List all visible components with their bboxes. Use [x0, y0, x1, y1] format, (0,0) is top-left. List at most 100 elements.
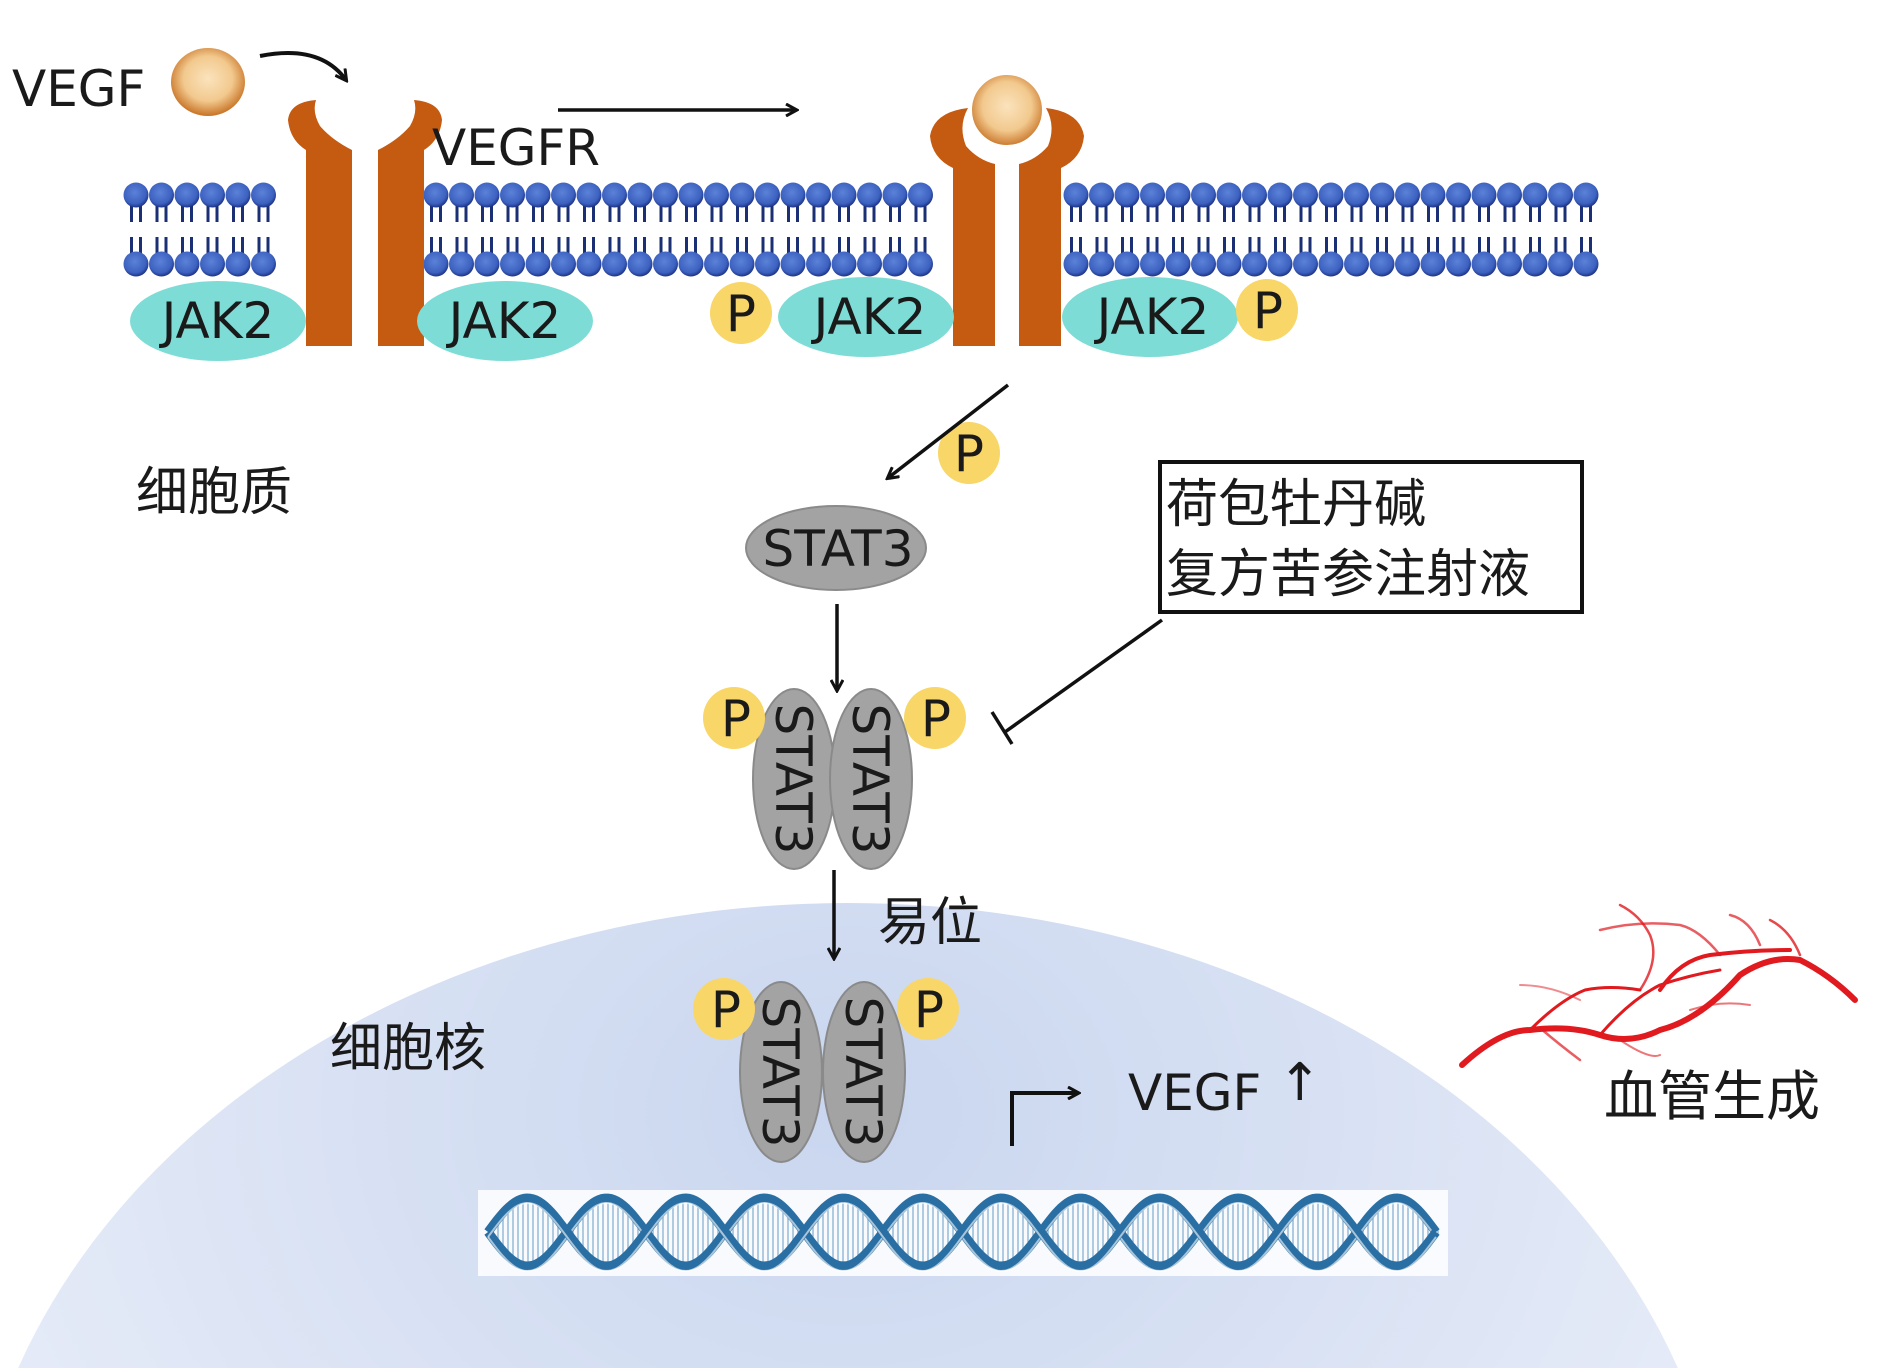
phospholipid-head [423, 251, 449, 277]
phospholipid-head [1318, 251, 1344, 277]
phospholipid-head [200, 251, 225, 277]
transcription-start-arrow [1010, 1093, 1078, 1146]
phospholipid-head [225, 251, 251, 277]
svg-text:P: P [726, 285, 756, 343]
phospholipid-head [1089, 251, 1114, 277]
phospholipid-head [704, 251, 729, 277]
phospholipid-head [123, 182, 149, 208]
p-stat3-dimer-nucleus: STAT3 STAT3 P P [693, 978, 959, 1163]
phospholipid-head [1114, 182, 1140, 208]
phospholipid-head [1420, 182, 1446, 208]
phospholipid-head [1114, 251, 1140, 277]
phospholipid-head [474, 251, 500, 277]
binding-arrow [259, 51, 346, 80]
phospholipid-head [1344, 251, 1369, 277]
phospholipid-head [755, 251, 780, 277]
phospholipid-head [1165, 182, 1191, 208]
phospholipid-head [678, 251, 704, 277]
svg-text:P: P [954, 425, 984, 483]
svg-text:STAT3: STAT3 [841, 703, 899, 854]
cell-membrane [123, 182, 1599, 277]
phospholipid-head [1446, 182, 1471, 208]
phospholipid-head [729, 251, 755, 277]
phospholipid-head [806, 251, 831, 277]
svg-text:STAT3: STAT3 [764, 703, 822, 854]
phospholipid-head [525, 182, 551, 208]
phospholipid-head [780, 182, 806, 208]
upregulation-arrow: ↑ [1278, 1053, 1322, 1113]
phospholipid-head [1573, 182, 1599, 208]
phospholipid-head [831, 182, 857, 208]
phospholipid-head [1522, 182, 1548, 208]
angiogenesis-label: 血管生成 [1604, 1065, 1820, 1128]
svg-text:JAK2: JAK2 [446, 292, 562, 350]
vegfr-receptor-unbound [288, 100, 442, 346]
phospholipid-head [1548, 182, 1573, 208]
phospholipid-head [1497, 182, 1522, 208]
phospholipid-head [1242, 182, 1267, 208]
phospholipid-head [1242, 251, 1267, 277]
phospholipid-head [251, 182, 276, 208]
phospholipid-head [500, 251, 525, 277]
phospholipid-head [653, 182, 678, 208]
svg-text:JAK2: JAK2 [1094, 288, 1210, 346]
jak2-right-1: JAK2 [417, 281, 593, 361]
phospholipid-head [1548, 251, 1573, 277]
phospholipid-head [551, 182, 576, 208]
phospholipid-head [908, 251, 933, 277]
phospholipid-head [225, 182, 251, 208]
phospholipid-head [576, 251, 602, 277]
phospholipid-head [1420, 251, 1446, 277]
phospholipid-head [474, 182, 500, 208]
jak2-left-1: JAK2 [130, 281, 306, 361]
svg-text:P: P [1253, 282, 1283, 340]
inhibitor-line-2: 复方苦参注射液 [1166, 545, 1530, 605]
phospholipid-head [200, 182, 225, 208]
vegf-ligand-bound [968, 71, 1046, 149]
svg-text:P: P [711, 981, 741, 1039]
dna-double-helix [478, 1190, 1448, 1276]
svg-text:STAT3: STAT3 [751, 996, 809, 1147]
phospho-badge: P [710, 282, 772, 344]
svg-text:STAT3: STAT3 [834, 996, 892, 1147]
cytoplasm-label: 细胞质 [136, 463, 292, 523]
phospholipid-head [449, 251, 474, 277]
phospholipid-head [1140, 182, 1165, 208]
phospholipid-head [1089, 182, 1114, 208]
phosphorylation-arrow [888, 383, 1010, 478]
phospholipid-head [857, 251, 882, 277]
phospholipid-head [576, 182, 602, 208]
phospho-badge: P [938, 422, 1000, 484]
phospholipid-head [857, 182, 882, 208]
phospholipid-head [1369, 182, 1395, 208]
stat3-monomer: STAT3 [745, 505, 927, 591]
blood-vessel-icon [1459, 903, 1858, 1068]
translocation-label: 易位 [878, 893, 982, 953]
phospholipid-head [1267, 251, 1293, 277]
phospholipid-head [1216, 182, 1242, 208]
vegf-ligand [171, 48, 245, 116]
inhibitor-box: 荷包牡丹碱 复方苦参注射液 [1158, 460, 1584, 614]
phospholipid-head [525, 251, 551, 277]
phospholipid-head [1293, 251, 1318, 277]
phospholipid-head [1318, 182, 1344, 208]
inhibitor-line-1: 荷包牡丹碱 [1166, 475, 1426, 535]
phospholipid-head [1395, 251, 1420, 277]
phospholipid-head [653, 251, 678, 277]
inhibition-line [990, 618, 1164, 745]
phospholipid-head [678, 182, 704, 208]
phospholipid-head [806, 182, 831, 208]
phospholipid-head [1497, 251, 1522, 277]
svg-text:P: P [921, 690, 951, 748]
phospholipid-head [602, 182, 627, 208]
vegf-expression-label: VEGF [1128, 1064, 1261, 1122]
phospholipid-head [1293, 182, 1318, 208]
phospholipid-head [882, 251, 908, 277]
phospholipid-head [704, 182, 729, 208]
phospholipid-head [627, 251, 653, 277]
phospholipid-head [1063, 251, 1089, 277]
phospholipid-head [174, 251, 200, 277]
phospholipid-head [449, 182, 474, 208]
svg-text:JAK2: JAK2 [811, 288, 927, 346]
